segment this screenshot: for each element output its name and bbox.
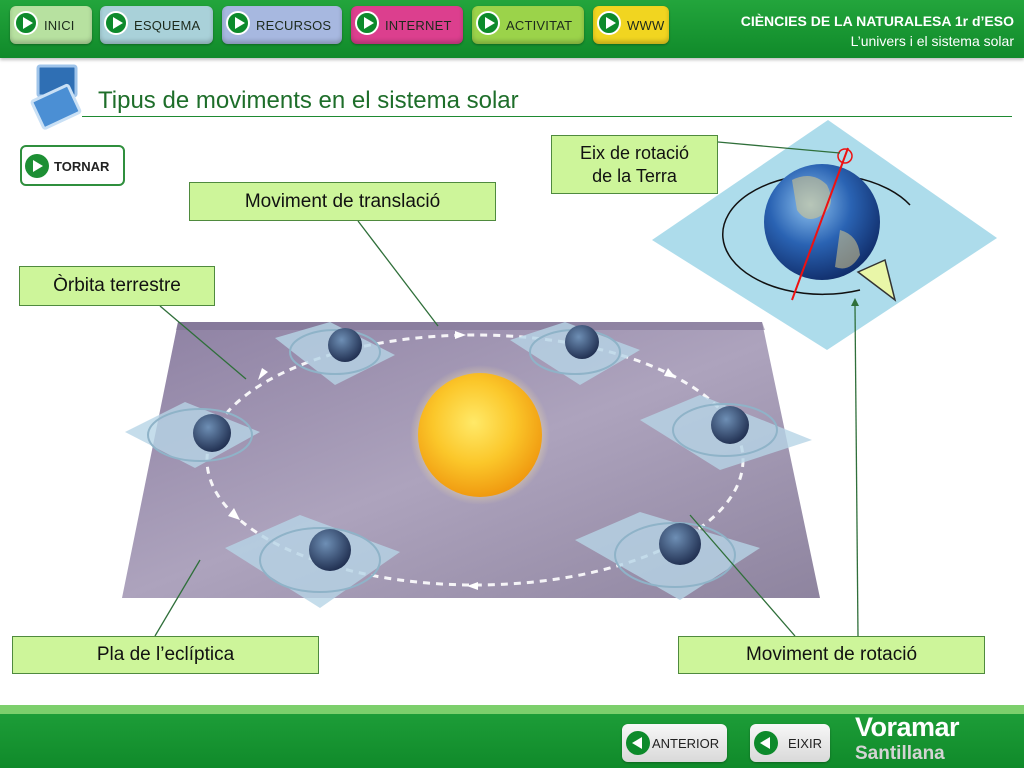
rotation-arrow-icon: [856, 258, 897, 302]
nav-label: INTERNET: [385, 18, 452, 33]
page-title: Tipus de moviments en el sistema solar: [98, 87, 519, 114]
play-icon: [226, 11, 250, 35]
title-divider: [82, 116, 1012, 117]
label-moviment-translacio: Moviment de translació: [189, 182, 496, 221]
leader-rotacio-2: [854, 305, 859, 637]
leader-rotacio-1: [689, 514, 796, 637]
leader-ecliptica: [154, 559, 201, 637]
earth-land: [792, 176, 860, 269]
earth-icon: [659, 523, 701, 565]
earth-position-2: [510, 322, 640, 385]
label-eix-line2: de la Terra: [592, 165, 677, 186]
top-nav-bar: INICI ESQUEMA RECURSOS INTERNET ACTIVITA…: [0, 0, 1024, 58]
back-arrow-icon: [754, 731, 778, 755]
brand-logo-voramar: Voramar: [855, 712, 960, 742]
label-moviment-rotacio: Moviment de rotació: [678, 636, 985, 674]
orbit-arrow-icon: [467, 582, 478, 590]
label-pla-ecliptica: Pla de l’eclíptica: [12, 636, 319, 674]
nav-label: ACTIVITAT: [506, 18, 573, 33]
play-icon: [597, 11, 621, 35]
orbit-arrow-icon: [455, 331, 466, 339]
back-arrow-icon: [626, 731, 650, 755]
earth-icon: [565, 325, 599, 359]
label-orbita-terrestre: Òrbita terrestre: [19, 266, 215, 306]
orbit-arrow-icon: [664, 368, 676, 378]
brand-logo-santillana: Santillana: [855, 743, 945, 764]
header-title: CIÈNCIES DE LA NATURALESA 1r d’ESO: [740, 13, 1014, 29]
earth-icon: [309, 529, 351, 571]
label-eix-line1: Eix de rotació: [579, 142, 690, 163]
nav-button-activitat[interactable]: ACTIVITAT: [472, 6, 584, 44]
orbit-arrow-icon: [228, 508, 240, 520]
earth-icon: [328, 328, 362, 362]
back-button-label: TORNAR: [54, 159, 110, 174]
leader-orbita: [159, 305, 247, 380]
nav-button-inici[interactable]: INICI: [10, 6, 92, 44]
ecliptic-plane-edge: [176, 322, 765, 330]
earth-position-4: [125, 402, 260, 468]
monitor-icon: [30, 64, 82, 130]
earth-position-3: [640, 395, 812, 470]
header-subtitle: L’univers i el sistema solar: [850, 33, 1014, 49]
play-icon: [25, 154, 49, 178]
play-icon: [104, 11, 128, 35]
earth-icon: [193, 414, 231, 452]
leader-eix: [717, 141, 841, 154]
label-eix-rotacio: Eix de rotació de la Terra: [551, 135, 718, 194]
bottom-bar: [0, 705, 1024, 768]
anterior-button[interactable]: ANTERIOR: [622, 724, 727, 762]
axis-marker: [837, 148, 853, 164]
earth-icon: [711, 406, 749, 444]
nav-label: ESQUEMA: [134, 18, 201, 33]
earth-position-5: [225, 515, 400, 608]
nav-label: RECURSOS: [256, 18, 332, 33]
eixir-button[interactable]: EIXIR: [750, 724, 830, 762]
play-icon: [14, 11, 38, 35]
orbit-arrow-icon: [258, 368, 268, 380]
eixir-label: EIXIR: [788, 736, 822, 751]
play-icon: [355, 11, 379, 35]
back-button[interactable]: TORNAR: [20, 145, 125, 186]
nav-button-internet[interactable]: INTERNET: [351, 6, 463, 44]
nav-button-esquema[interactable]: ESQUEMA: [100, 6, 213, 44]
nav-label: INICI: [44, 18, 75, 33]
leader-arrow-icon: [851, 298, 859, 306]
leader-translacio: [357, 220, 439, 327]
nav-button-recursos[interactable]: RECURSOS: [222, 6, 342, 44]
earth-position-6: [575, 512, 760, 600]
nav-label: WWW: [627, 18, 665, 33]
play-icon: [476, 11, 500, 35]
nav-button-www[interactable]: WWW: [593, 6, 669, 44]
earth-position-1: [275, 322, 395, 385]
sun-icon: [418, 373, 542, 497]
anterior-label: ANTERIOR: [652, 736, 720, 751]
earth-axis: [791, 147, 849, 301]
